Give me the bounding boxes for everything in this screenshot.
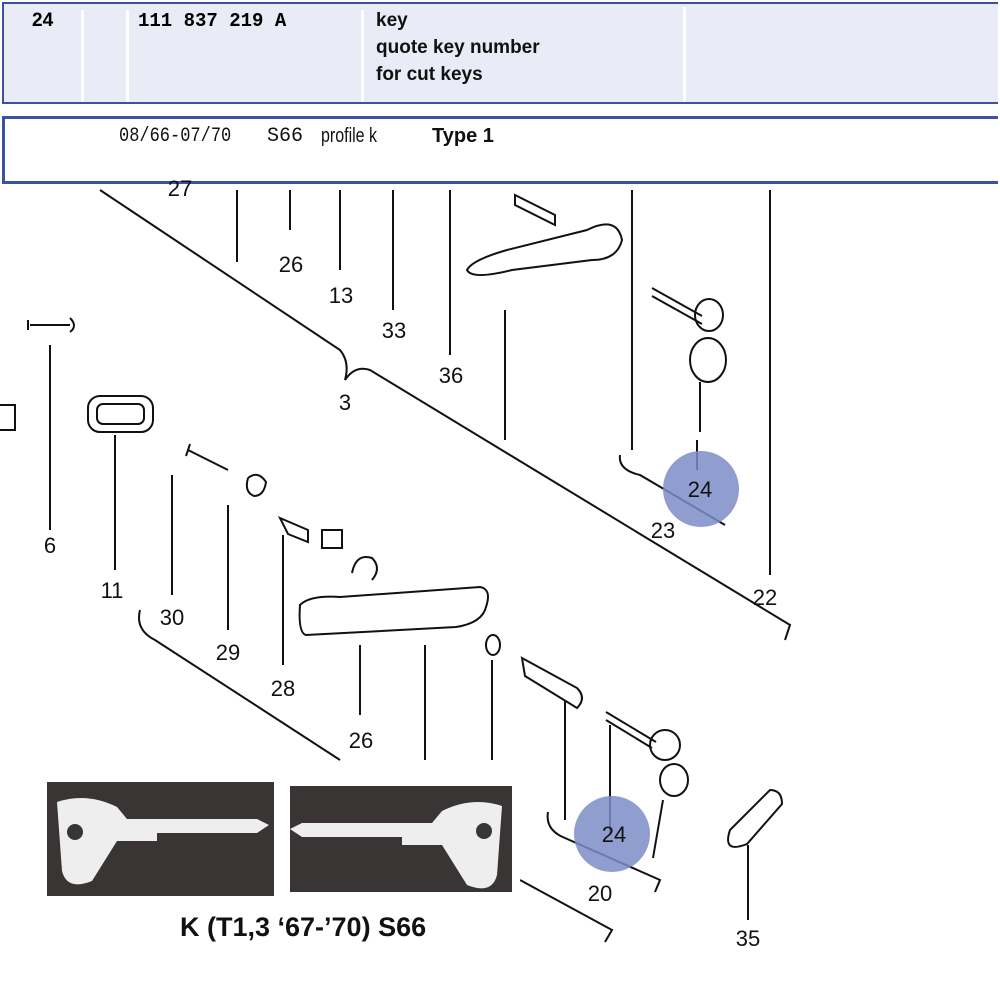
key-profile-caption: K (T1,3 ‘67-’70) S66 — [180, 912, 427, 942]
highlight-marker[interactable] — [574, 796, 650, 872]
empty-cell — [84, 10, 129, 102]
item-number: 24 — [4, 10, 84, 102]
key-icon — [57, 798, 269, 885]
callout: 28 — [271, 676, 295, 701]
callout: 26 — [279, 252, 303, 277]
description-line: for cut keys — [376, 64, 483, 85]
key-photo-left — [47, 782, 274, 896]
key-icon — [290, 802, 502, 889]
callout: 29 — [216, 640, 240, 665]
callout: 3 — [339, 390, 351, 415]
callout: 33 — [382, 318, 406, 343]
callout: 6 — [44, 533, 56, 558]
profile: profile k — [321, 125, 378, 147]
description-line: key — [376, 10, 408, 31]
date-range: 08/66-07/70 — [119, 125, 232, 148]
callout-24[interactable]: 24 — [688, 477, 712, 502]
callout: 20 — [588, 881, 612, 906]
callout: 23 — [651, 518, 675, 543]
highlight-marker[interactable] — [663, 451, 739, 527]
callout: 22 — [753, 585, 777, 610]
callout: 35 — [736, 926, 760, 951]
part-number[interactable]: 111 837 219 A — [126, 10, 364, 102]
callout: 11 — [101, 578, 124, 603]
callout: 26 — [349, 728, 373, 753]
parts-table-row[interactable]: 24 111 837 219 A key quote key number fo… — [2, 2, 998, 104]
callout: 36 — [439, 363, 463, 388]
leader-lines — [0, 189, 792, 943]
part-description: key quote key number for cut keys — [364, 7, 686, 102]
note-row: 08/66-07/70 S66 profile k Type 1 — [2, 116, 998, 184]
key-photo-right — [290, 786, 512, 892]
callout: 13 — [329, 283, 353, 308]
description-line: quote key number — [376, 37, 540, 58]
callout-24[interactable]: 24 — [602, 822, 626, 847]
code: S66 — [267, 125, 304, 148]
callout: 30 — [160, 605, 184, 630]
type-label: Type 1 — [432, 125, 494, 147]
callout: 27 — [168, 176, 192, 201]
